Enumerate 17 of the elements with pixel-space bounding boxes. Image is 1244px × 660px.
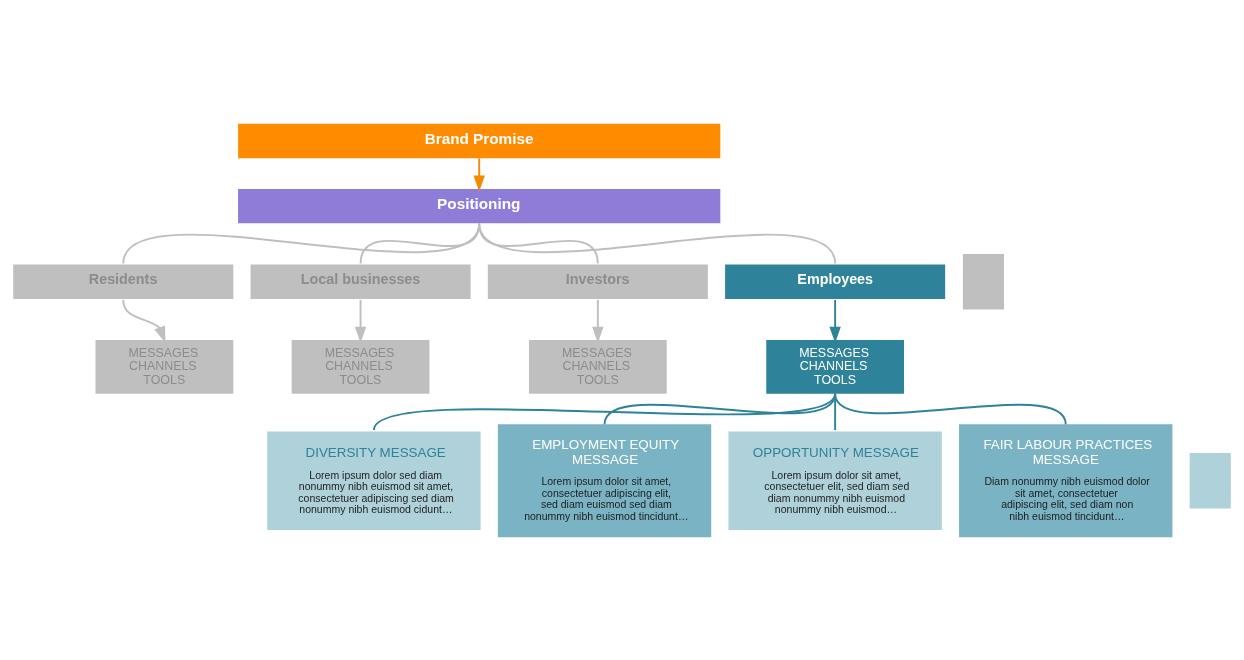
- node-box: Positioning: [238, 188, 721, 223]
- arrow: [829, 298, 841, 343]
- node-box: Brand Promise: [238, 123, 721, 158]
- node-box: FAIR LABOUR PRACTICES MESSAGE Diam nonummy nibh euismod dolor sit amet, consectetuer adipiscing elit, sed diam non nibh euismod tincidunt…: [959, 423, 1173, 537]
- node-box: [1189, 452, 1231, 508]
- node-box: DIVERSITY MESSAGE Lorem ipsum dolor sed diam nonummy nibh euismod sit amet, consectetuer adipiscing sed diam nonummy nibh euismod cidunt…: [267, 430, 481, 530]
- node-box: Employees: [725, 264, 946, 299]
- connector: [834, 392, 1067, 425]
- arrow: [473, 156, 485, 192]
- arrow: [354, 298, 367, 343]
- node-box: MESSAGES CHANNELS TOOLS: [766, 339, 904, 394]
- node-box: EMPLOYMENT EQUITY MESSAGE Lorem ipsum dolor sit amet, consectetuer adipiscing elit, sed diam euismod sed diam nonummy nibh euismod tincidunt…: [497, 423, 712, 537]
- node-box: [962, 253, 1004, 309]
- node-box: OPPORTUNITY MESSAGE Lorem ipsum dolor sit amet, consectetuer elit, sed diam sed diam nonummy nibh euismod nonummy nibh euismod…: [728, 430, 942, 530]
- arrow: [592, 298, 604, 343]
- arrow: [122, 298, 166, 343]
- connector: [478, 221, 837, 264]
